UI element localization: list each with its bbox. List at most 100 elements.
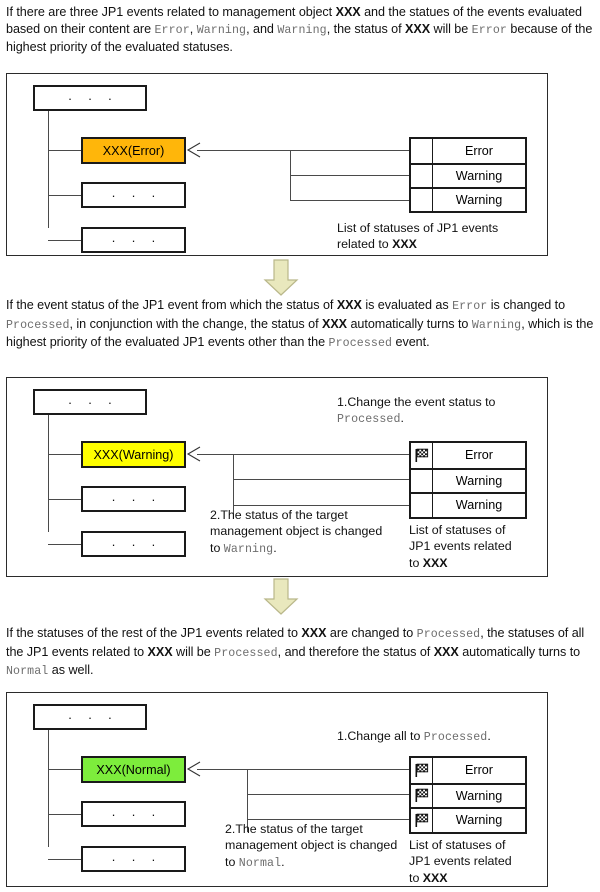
tree-branch-3 (48, 544, 82, 546)
section-3-text-run-12: as well. (48, 663, 94, 678)
tree-branch-2 (48, 499, 82, 501)
caption-line-2-pre: related to (337, 237, 393, 252)
section-3-text-run-9: XXX (433, 644, 459, 659)
event-status-cell (411, 494, 433, 517)
arrowhead-icon (186, 761, 201, 777)
section-1-text-run-4: , (189, 21, 197, 36)
event-status-cell (411, 809, 433, 832)
section-2-text-run-2: is evaluated as (361, 298, 453, 312)
event-status-cell (411, 139, 433, 163)
severity-cell: Error (465, 143, 493, 158)
event-status-cell (411, 758, 433, 783)
tree-branch-2 (48, 195, 82, 197)
status-list-row: Warning (411, 162, 525, 187)
section-3-paragraph: If the statuses of the rest of the JP1 e… (6, 625, 596, 681)
status-list-caption: List of statuses of JP1 events related t… (409, 522, 549, 571)
caption-line-2: JP1 events related (409, 539, 512, 554)
section-1-text-run-3: Error (154, 23, 190, 37)
status-list-row: Warning (411, 782, 525, 808)
section-2-text-run-6: , in conjunction with the change, the st… (69, 316, 322, 331)
caption-line-2: JP1 events related (409, 854, 512, 869)
severity-cell: Warning (455, 498, 503, 513)
root-node: · · · (33, 85, 147, 111)
child-node-2: · · · (81, 486, 186, 512)
section-3-text-run-10: automatically turns to (458, 644, 581, 659)
section-1-text-run-8: , the status of (326, 21, 406, 36)
status-list-row: Error (411, 443, 525, 468)
connector-row-3 (233, 505, 409, 507)
connector-row-2 (290, 175, 409, 177)
checkered-flag-icon (415, 813, 429, 827)
tree-branch-1 (48, 150, 82, 152)
section-3-text-run-11: Normal (6, 665, 49, 679)
event-status-cell (411, 443, 433, 468)
section-1-paragraph: If there are three JP1 events related to… (6, 4, 596, 56)
caption-line-3-bold: XXX (422, 870, 448, 885)
checkered-flag-icon (415, 448, 429, 462)
section-2-text-run-11: Processed (328, 337, 393, 351)
section-3-text-run-2: are changed to (326, 626, 417, 640)
section-1-text-run-10: will be (430, 21, 472, 36)
connector-to-object (197, 454, 409, 456)
severity-cell: Warning (455, 192, 503, 207)
child-node-3: · · · (81, 531, 186, 557)
child-node-3: · · · (81, 227, 186, 253)
step-2-note-run-0: 2.The status of the target management ob… (210, 508, 383, 555)
status-list-row: Warning (411, 492, 525, 517)
connector-row-3 (290, 200, 409, 202)
step-2-note-run-2: . (273, 540, 277, 555)
managed-object-status-node: XXX(Error) (81, 137, 186, 164)
tree-branch-3 (48, 859, 82, 861)
section-1-text-run-0: If there are three JP1 events related to… (6, 5, 336, 19)
step-2-note-run-0: 2.The status of the target management ob… (225, 822, 398, 869)
severity-cell: Warning (455, 788, 503, 803)
caption-line-2-bold: XXX (392, 237, 417, 252)
checkered-flag-icon (415, 788, 429, 803)
section-1-text-run-7: Warning (277, 23, 327, 37)
caption-line-1: List of statuses of (409, 523, 506, 537)
severity-cell: Warning (455, 473, 503, 488)
step-arrow-2-icon (263, 578, 299, 615)
event-status-cell (411, 188, 433, 211)
step-2-note: 2.The status of the target management ob… (210, 507, 385, 558)
step-1-note-run-0: 1.Change all to (337, 729, 424, 743)
tree-branch-1 (48, 454, 82, 456)
section-3-text-run-8: , and therefore the status of (277, 644, 434, 659)
managed-object-status-node: XXX(Normal) (81, 756, 186, 783)
section-1-text-run-11: Error (471, 23, 507, 37)
status-list-row: Warning (411, 467, 525, 493)
section-3-text-run-1: XXX (301, 626, 327, 640)
child-node-2: · · · (81, 182, 186, 208)
section-1-text-run-9: XXX (405, 21, 431, 36)
step-2-note-run-2: . (281, 854, 285, 869)
step-1-note: 1.Change the event status to Processed. (337, 394, 537, 429)
section-3-text-run-6: will be (172, 644, 215, 659)
severity-cell: Error (465, 763, 493, 778)
section-2-text-run-0: If the event status of the JP1 event fro… (6, 298, 337, 312)
step-1-note-run-1: Processed (337, 413, 401, 427)
severity-cell: Warning (455, 168, 503, 183)
event-status-cell (411, 164, 433, 187)
step-arrow-1-icon (263, 259, 299, 296)
event-status-cell (411, 469, 433, 493)
tree-branch-2 (48, 814, 82, 816)
arrowhead-icon (186, 446, 201, 462)
tree-branch-1 (48, 769, 82, 771)
section-1-text-run-6: , and (246, 21, 278, 36)
section-2-text-run-12: event. (392, 335, 430, 350)
arrowhead-icon (186, 142, 201, 158)
child-node-3: · · · (81, 846, 186, 872)
managed-object-status-node: XXX(Warning) (81, 441, 186, 468)
section-2-text-run-8: automatically turns to (347, 316, 472, 331)
checkered-flag-icon (415, 763, 429, 777)
connector-row-3 (247, 819, 409, 821)
section-3-text-run-7: Processed (214, 646, 278, 660)
step-1-note: 1.Change all to Processed. (337, 728, 552, 746)
section-1-text-run-5: Warning (196, 23, 247, 37)
section-3-text-run-0: If the statuses of the rest of the JP1 e… (6, 626, 302, 640)
